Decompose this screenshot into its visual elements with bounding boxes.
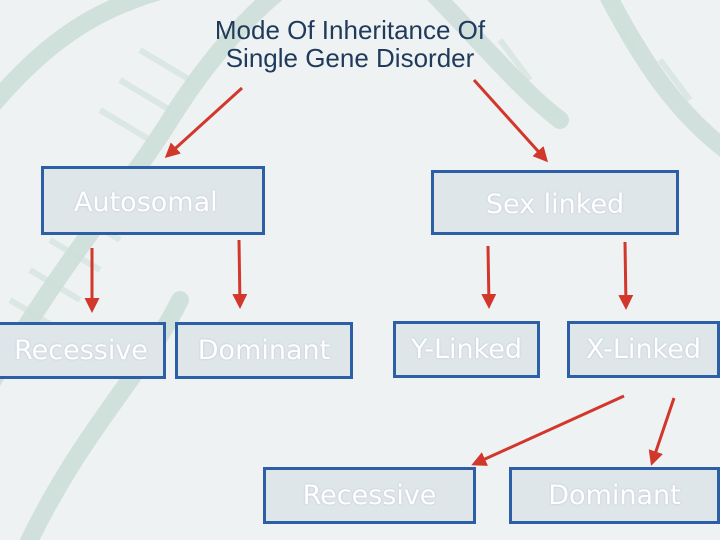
arrow-x-linked-to-recessive — [471, 394, 625, 466]
node-sex-linked: Sex linked — [431, 170, 679, 235]
title-line-1: Mode Of Inheritance Of — [214, 15, 486, 45]
node-autosomal: Autosomal — [41, 166, 265, 235]
arrow-autosomal-to-dominant — [232, 239, 248, 309]
arrow-title-to-autosomal — [164, 86, 244, 159]
node-label: Sex linked — [485, 189, 625, 220]
node-label: Recessive — [14, 335, 148, 366]
arrow-sex-linked-to-y-linked — [481, 245, 497, 309]
node-dominant-autosomal: Dominant — [175, 322, 353, 379]
node-recessive-autosomal: Recessive — [0, 322, 166, 379]
diagram-title: Mode Of Inheritance Of Single Gene Disor… — [150, 16, 550, 72]
node-label: Autosomal — [74, 187, 218, 218]
node-label: Y-Linked — [410, 334, 523, 365]
node-dominant-x-linked: Dominant — [509, 467, 720, 524]
title-line-2: Single Gene Disorder — [225, 43, 475, 73]
arrow-x-linked-to-dominant — [648, 397, 676, 466]
node-label: X-Linked — [586, 334, 701, 365]
node-y-linked: Y-Linked — [393, 321, 540, 378]
arrow-title-to-sex-linked — [472, 78, 549, 163]
node-recessive-x-linked: Recessive — [263, 467, 476, 524]
node-label: Recessive — [302, 480, 437, 511]
arrow-sex-linked-to-x-linked — [618, 241, 634, 310]
node-x-linked: X-Linked — [567, 321, 720, 378]
node-label: Dominant — [548, 480, 681, 511]
node-label: Dominant — [197, 335, 331, 366]
